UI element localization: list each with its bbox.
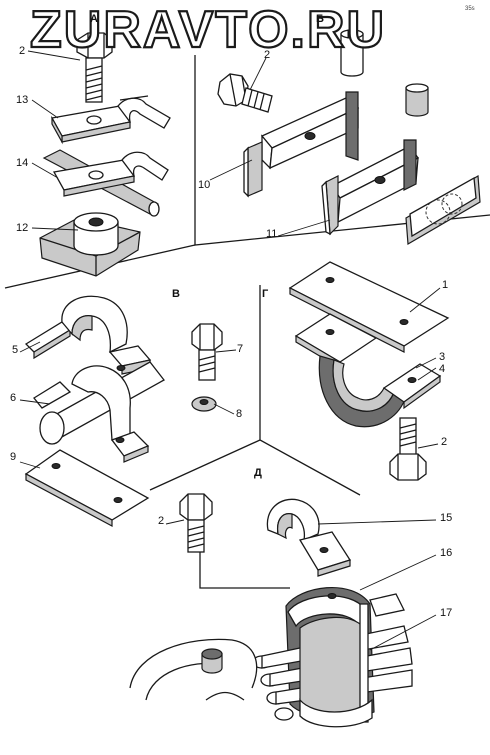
bracket-11 bbox=[321, 139, 419, 236]
section-label-v: В bbox=[172, 288, 180, 300]
watermark-text: ZURAVTO.RU bbox=[29, 1, 387, 59]
callout-4: 4 bbox=[439, 363, 446, 375]
callout-2-c: 2 bbox=[441, 436, 448, 448]
washer-8 bbox=[191, 396, 217, 412]
bracket-10 bbox=[243, 91, 360, 198]
callout-2-b: 2 bbox=[264, 49, 271, 61]
callout-16: 16 bbox=[440, 547, 453, 559]
pipe-section-d bbox=[129, 638, 258, 701]
bracket-14 bbox=[42, 149, 169, 217]
plate-9 bbox=[24, 449, 150, 528]
section-label-a: А bbox=[90, 13, 98, 25]
callout-8: 8 bbox=[236, 408, 243, 420]
callout-13: 13 bbox=[16, 94, 29, 106]
callout-12: 12 bbox=[16, 222, 29, 234]
callout-6: 6 bbox=[10, 392, 17, 404]
callout-10: 10 bbox=[198, 179, 211, 191]
bolt-7 bbox=[191, 323, 223, 381]
sleeve-b bbox=[405, 83, 429, 117]
section-label-b: Б bbox=[316, 13, 324, 25]
clamp-6 bbox=[33, 361, 165, 463]
bolt-2c bbox=[389, 417, 427, 481]
callout-2-d: 2 bbox=[158, 515, 165, 527]
callout-1: 1 bbox=[442, 279, 449, 291]
bracket-13 bbox=[50, 95, 171, 145]
callout-5: 5 bbox=[12, 344, 19, 356]
pin-b bbox=[340, 29, 364, 77]
section-dividers bbox=[4, 55, 490, 589]
spacer-12 bbox=[39, 212, 141, 277]
clamp-5 bbox=[24, 295, 152, 375]
plate-1 bbox=[288, 261, 450, 353]
callout-14: 14 bbox=[16, 157, 29, 169]
plate-b bbox=[405, 174, 481, 246]
callout-2-a: 2 bbox=[19, 45, 26, 57]
corner-mark: 35s bbox=[465, 6, 475, 12]
callout-7: 7 bbox=[237, 343, 244, 355]
clamp-15 bbox=[266, 498, 352, 577]
callout-9: 9 bbox=[10, 451, 17, 463]
callout-3: 3 bbox=[439, 351, 446, 363]
callout-17: 17 bbox=[440, 607, 453, 619]
section-label-g: Г bbox=[262, 288, 269, 300]
bolt-2d bbox=[179, 493, 213, 553]
section-label-d: Д bbox=[254, 467, 262, 479]
callout-11: 11 bbox=[266, 228, 278, 240]
bolt-a bbox=[76, 32, 113, 103]
callout-15: 15 bbox=[440, 512, 453, 524]
bolt-b bbox=[217, 73, 273, 113]
cable-bundle-16-17 bbox=[252, 586, 413, 728]
leader-lines bbox=[19, 50, 441, 651]
clamp-3-4 bbox=[294, 313, 442, 428]
